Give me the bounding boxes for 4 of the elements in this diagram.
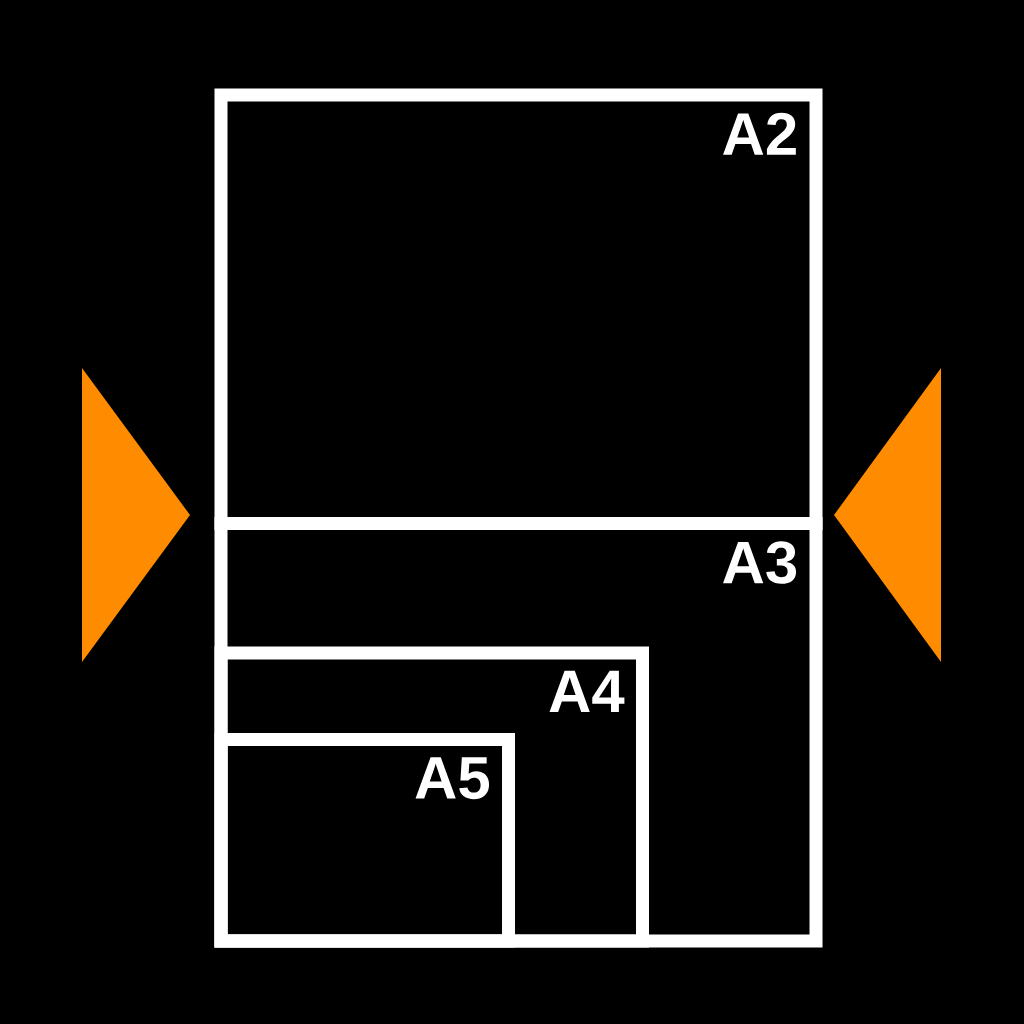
paper-size-box: A5 (214, 733, 515, 948)
fold-marker (82, 368, 190, 662)
fold-marker (834, 368, 941, 662)
paper-size-box: A2 (214, 88, 823, 530)
